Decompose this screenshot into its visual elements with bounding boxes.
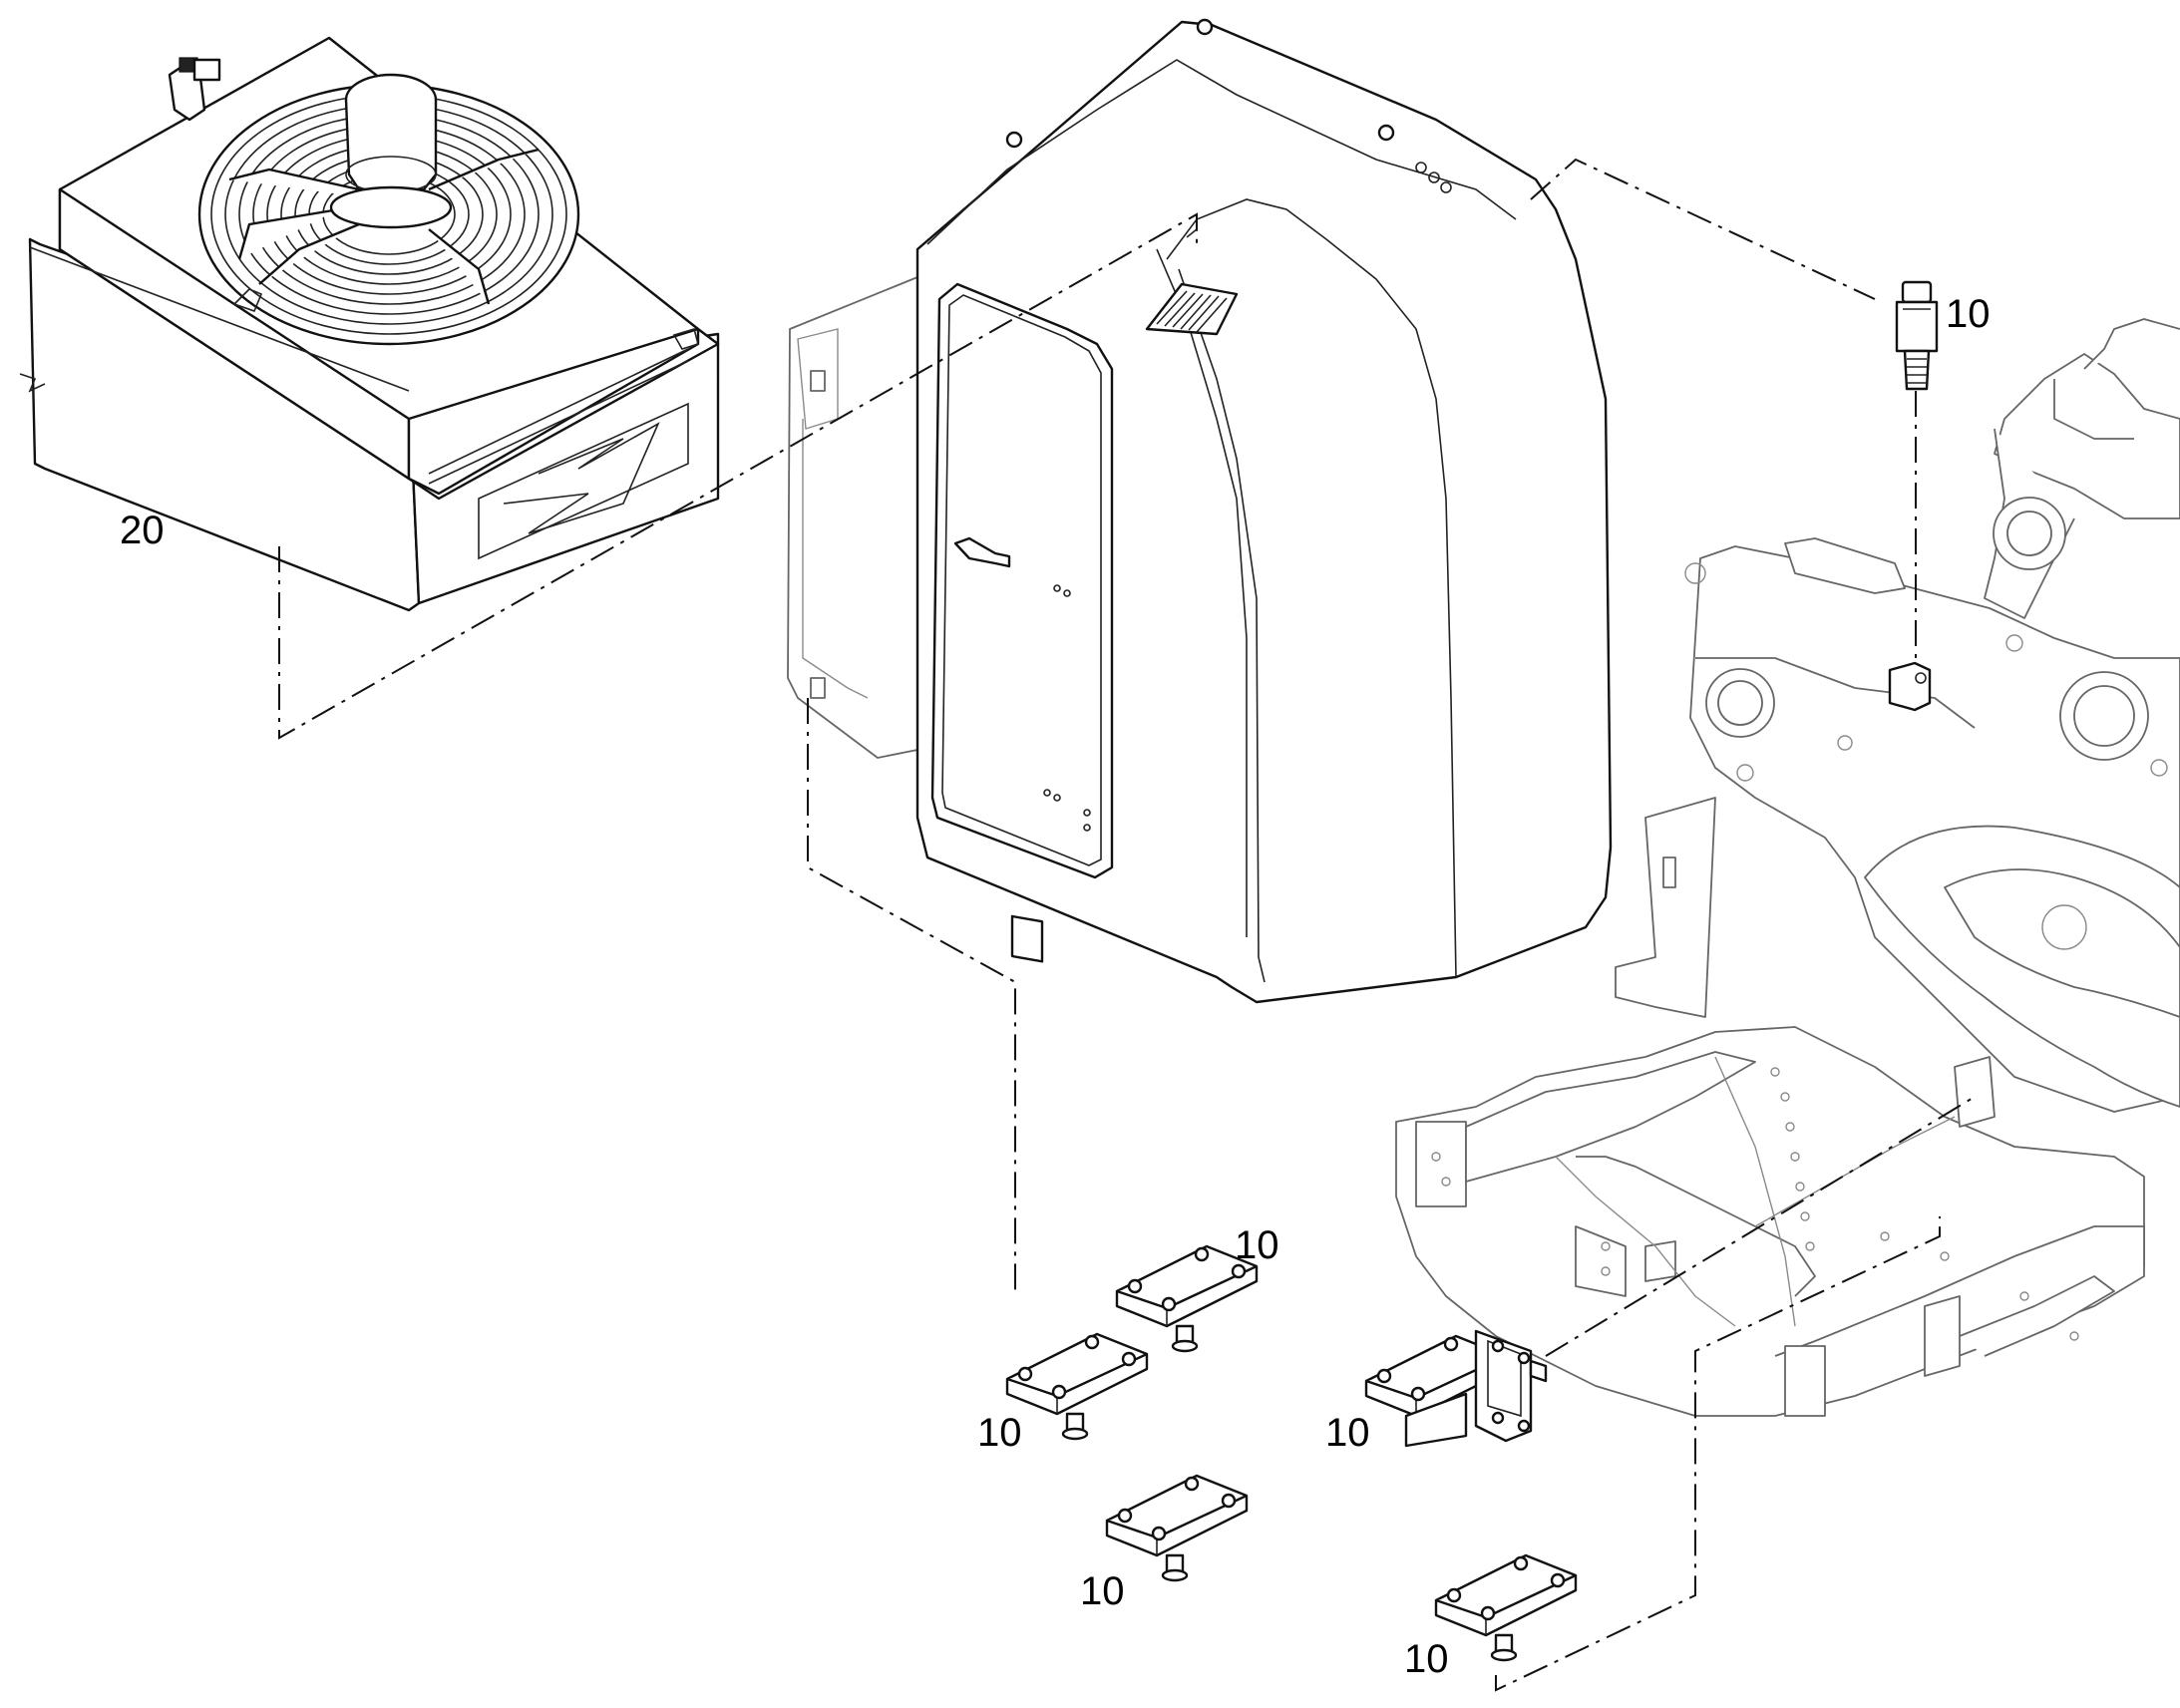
mount-bottom-center [1105,1474,1249,1582]
callout-sensor: 10 [1946,292,1991,336]
leader-lines [278,158,1976,1692]
callout-mount-top-right: 10 [1235,1223,1279,1267]
operator-cab [787,18,1613,1004]
mount-bottom-right [1434,1553,1578,1662]
callout-mount-left: 10 [977,1411,1022,1455]
mount-with-bracket [1364,1329,1548,1448]
callout-radiator: 20 [120,509,165,552]
cooler-fan-assembly [19,36,720,612]
chassis-frame [1395,318,2180,1417]
roof-vent [1145,282,1239,336]
mount-top-right [1115,1244,1259,1353]
mount-left [1005,1332,1149,1441]
fan-shroud [197,73,580,346]
pressure-sensor [1888,280,1939,712]
callout-mount-bottom-right: 10 [1404,1637,1449,1681]
callout-mount-bracket: 10 [1325,1411,1370,1455]
callout-mount-bottom-center: 10 [1080,1569,1125,1613]
